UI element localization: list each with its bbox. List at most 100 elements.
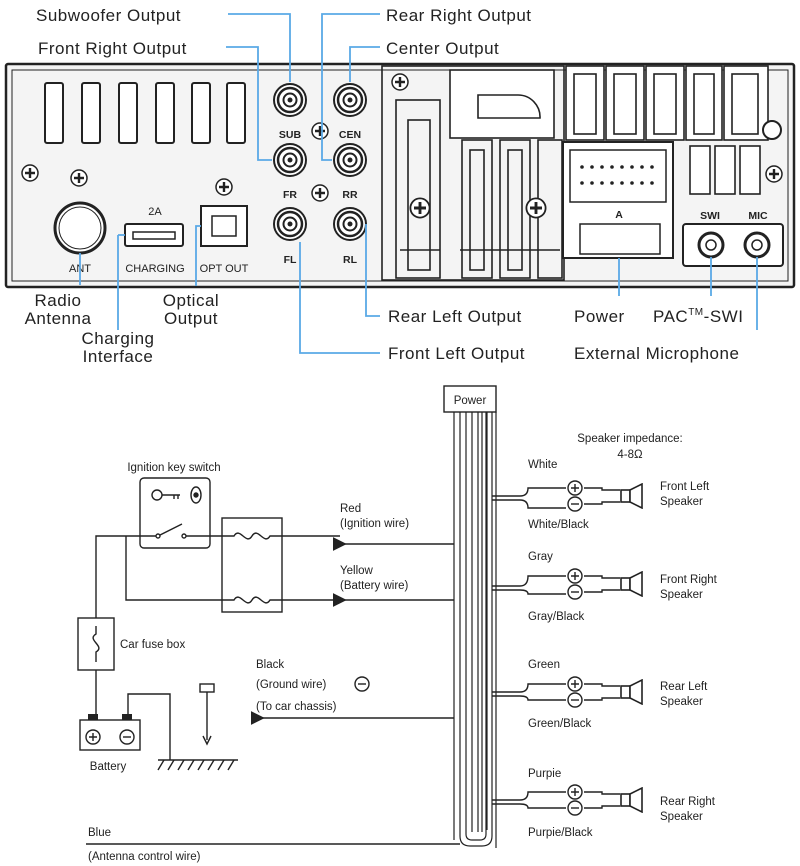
screw-icon [408, 196, 432, 220]
plus-sign [89, 733, 97, 741]
yellow-wire-desc: (Battery wire) [340, 580, 409, 592]
speaker-icon [620, 679, 643, 705]
inline-fuse-block [221, 517, 283, 613]
sub-label: SUB [279, 129, 302, 141]
fl-label: FL [284, 254, 297, 266]
rl-label: RL [343, 254, 358, 266]
speaker-rear-right: Purpie Purpie/Black Rear Right Speaker [492, 768, 716, 839]
ignition-switch-box [139, 477, 211, 549]
screw-icon [20, 163, 40, 183]
screw-icon [214, 177, 234, 197]
ground-icon [157, 683, 238, 771]
back-panel: ANT 2A CHARGING OPT OUT SUB CEN FR RR FL… [4, 62, 796, 289]
battery-terminal-neg [122, 714, 132, 720]
power-wires [95, 535, 454, 760]
speaker-icon [620, 483, 643, 509]
rear-right-speaker-name: Rear Right [660, 796, 716, 808]
front-left-speaker-suffix: Speaker [660, 496, 703, 508]
fr-label: FR [283, 189, 297, 201]
power-connector-pins [569, 149, 667, 203]
swi-jack-inner [705, 239, 717, 251]
usb-slot [132, 231, 176, 240]
charging-label: CHARGING [125, 263, 184, 275]
front-right-minus-wire: Gray/Black [528, 611, 584, 623]
speaker-icon [620, 787, 643, 813]
rca-rl-port [332, 206, 368, 242]
screw-icon [390, 72, 410, 92]
optical-output-callout-line2: Output [164, 309, 218, 328]
rca-fl-port [272, 206, 308, 242]
switch-contact [150, 523, 194, 539]
screw-icon [310, 183, 330, 203]
black-wire-desc: (Ground wire) [256, 679, 326, 691]
charging-interface-callout-line1: Charging [82, 329, 155, 348]
pac-swi-callout: PACTM-SWI [653, 307, 743, 326]
impedance-value: 4-8Ω [617, 449, 643, 461]
radio-antenna-callout-line1: Radio [35, 291, 82, 310]
cen-label: CEN [339, 129, 361, 141]
optical-output-callout-line1: Optical [163, 291, 219, 310]
rr-label: RR [342, 189, 358, 201]
battery-label: Battery [90, 761, 127, 773]
black-wire-chassis: (To car chassis) [256, 701, 337, 713]
rear-right-output-callout: Rear Right Output [386, 6, 532, 25]
rear-right-plus-wire: Purpie [528, 768, 561, 780]
screw-icon [764, 164, 784, 184]
knob-icon [762, 120, 782, 140]
impedance-label: Speaker impedance: [577, 433, 682, 445]
heatsink-fins [565, 65, 769, 141]
subwoofer-output-callout: Subwoofer Output [36, 6, 181, 25]
screw-icon [69, 168, 89, 188]
black-wire-label: Black [256, 659, 284, 671]
mic-jack-inner [751, 239, 763, 251]
rca-sub-port [272, 82, 308, 118]
rca-cen-port [332, 82, 368, 118]
side-fins [689, 145, 761, 195]
connector-pins [580, 165, 654, 185]
rear-left-plus-wire: Green [528, 659, 560, 671]
fuse-icon [92, 626, 100, 662]
front-left-plus-wire: White [528, 459, 557, 471]
rear-right-speaker-suffix: Speaker [660, 811, 703, 823]
power-callout: Power [574, 307, 625, 326]
front-right-speaker-suffix: Speaker [660, 589, 703, 601]
optical-port-inner [211, 215, 237, 237]
callout-leaders [79, 13, 758, 354]
power-box-label: Power [454, 395, 487, 407]
fuse-icon [226, 532, 278, 604]
mic-label: MIC [748, 210, 768, 222]
pac-swi-callout-pre: PAC [653, 307, 688, 326]
power-connector-label: A [615, 209, 623, 221]
charging-interface-callout-line2: Interface [83, 347, 154, 366]
battery-terminal-pos [88, 714, 98, 720]
speaker-icon [620, 571, 643, 597]
front-right-speaker-name: Front Right [660, 574, 718, 586]
antenna-port [53, 201, 107, 255]
panel-inner-outline [11, 69, 789, 282]
swi-label: SWI [700, 210, 720, 222]
opt-out-label: OPT OUT [200, 263, 249, 275]
red-wire-desc: (Ignition wire) [340, 518, 409, 530]
antenna-port-ring [58, 206, 102, 250]
rca-fr-port [272, 142, 308, 178]
front-right-output-callout: Front Right Output [38, 39, 187, 58]
front-left-output-callout: Front Left Output [388, 344, 525, 363]
wire-harness [453, 412, 497, 848]
speaker-front-left: White White/Black Front Left Speaker [492, 459, 710, 531]
key-icon [151, 486, 202, 504]
speaker-front-right: Gray Gray/Black Front Right Speaker [492, 551, 718, 623]
vent-slots [44, 82, 246, 144]
external-microphone-callout: External Microphone [574, 344, 739, 363]
rear-left-minus-wire: Green/Black [528, 718, 592, 730]
pac-swi-callout-sup: TM [688, 307, 703, 318]
power-box [443, 385, 497, 413]
yellow-wire-label: Yellow [340, 565, 374, 577]
radio-antenna-callout-line2: Antenna [25, 309, 92, 328]
car-fuse-box-label: Car fuse box [120, 639, 185, 651]
rca-rr-port [332, 142, 368, 178]
ignition-switch-label: Ignition key switch [127, 462, 220, 474]
red-wire-label: Red [340, 503, 361, 515]
front-left-minus-wire: White/Black [528, 519, 589, 531]
blue-wire-label: Blue [88, 827, 111, 839]
